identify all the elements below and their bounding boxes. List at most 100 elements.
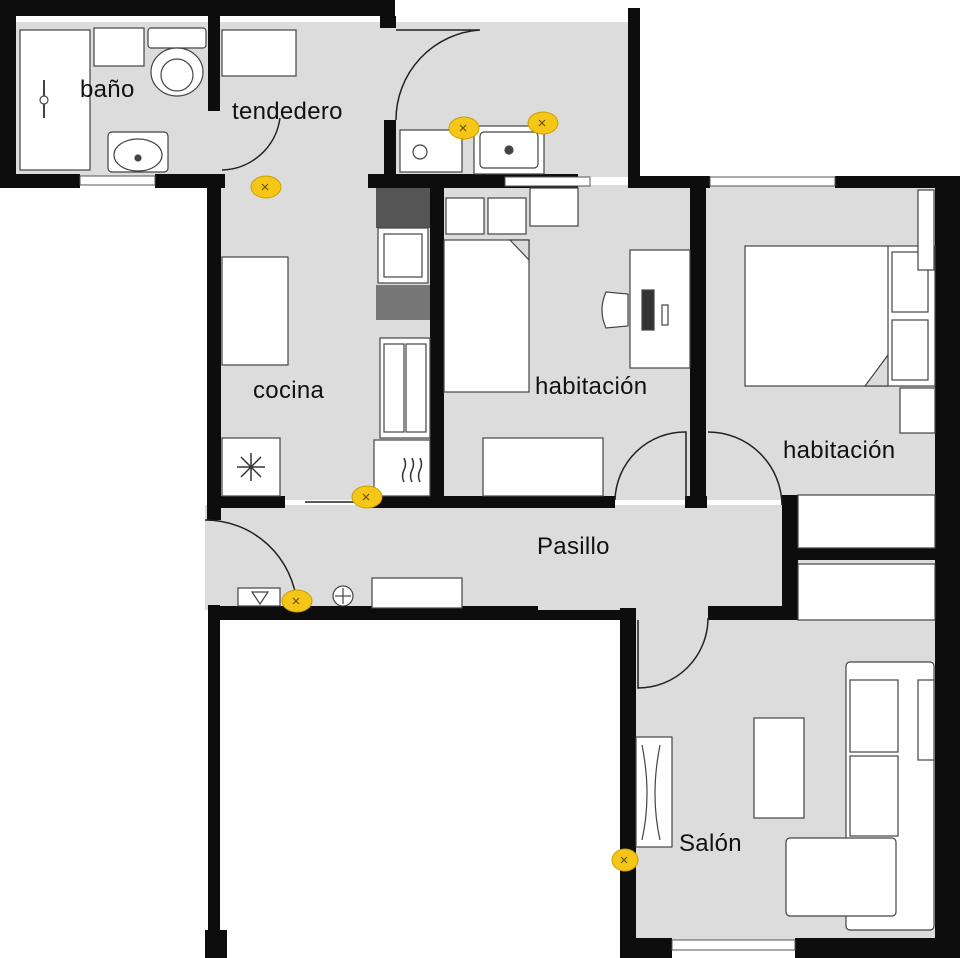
bedroom-2-fixtures [744,189,936,621]
door-habitacion-1 [614,431,687,501]
wall [835,176,960,188]
gas-meter-icon [250,591,270,606]
wall [795,938,960,958]
tv-stand-lines [641,744,661,841]
chair-icon [601,291,629,329]
door-habitacion-2 [707,431,783,506]
snowflake-icon [237,453,265,481]
outlet-glyph [292,597,300,605]
bathroom-shelf [93,27,145,67]
nightstand [899,387,936,434]
sofa-cushion [849,755,899,837]
room-label-pasillo: Pasillo [537,533,610,560]
wall [628,8,640,188]
wall [708,606,788,620]
tv-stand [635,736,673,848]
bedroom-1-fixtures [443,187,691,497]
wall [620,608,636,958]
gauge-icon [412,144,428,160]
door-tendedero [221,117,281,171]
sofa-chaise [785,837,897,917]
closet [797,563,936,621]
wall [208,605,220,958]
desk [629,249,691,369]
electrical-outlet-icon [527,111,559,135]
window [504,176,591,187]
shower-drain-icon [39,95,49,105]
nightstand [529,187,579,227]
toilet-tank [147,27,207,49]
room-label-tendedero: tendedero [232,98,343,125]
electrical-outlet-icon [351,485,383,509]
electrical-outlet-icon [281,589,313,613]
wave [401,457,407,483]
toilet-seat [160,58,194,92]
outlet-glyphs [261,119,628,864]
wall [620,938,672,958]
room-label-bano: baño [80,76,135,103]
salon-fixtures [635,661,935,931]
window [671,939,796,951]
outlet-glyph [261,183,269,191]
wave [409,457,415,483]
kitchen-sink-basin [383,343,405,433]
room-label-salon: Salón [679,830,742,857]
outlet-glyph [362,493,370,501]
radiator-icon [917,189,935,271]
wall [207,496,285,508]
snowflake-stroke [240,456,262,478]
kitchen-sink-basin [405,343,427,433]
wall [782,495,798,620]
laptop [641,289,655,331]
outlet-glyph [620,856,628,864]
water-heater [399,129,463,173]
wall [0,174,80,188]
wall [155,174,205,188]
sink-drain [134,154,142,162]
divider-dark [376,285,430,320]
pillow [445,197,485,235]
coffee-table [753,717,805,819]
wall [370,496,615,508]
bed-fold [863,246,889,387]
door-balcony [395,29,481,121]
wall [205,930,227,958]
kitchen-table [221,256,289,366]
room-label-cocina: cocina [253,377,325,404]
wall [380,16,396,28]
divider-dark [376,188,430,228]
room-label-habitacion-1: habitación [535,373,648,400]
laundry-drain [504,145,514,155]
wall [207,180,221,520]
wall [690,180,706,505]
wall [0,0,16,188]
room-label-habitacion-2: habitación [783,437,896,464]
wall [0,0,395,16]
wave [417,457,423,483]
closet [797,494,936,549]
electrical-outlet-icon [448,116,480,140]
wardrobe [482,437,604,497]
wall [538,610,628,620]
window [79,175,156,186]
washing-machine-icon [401,457,423,483]
door-entrada [204,519,298,606]
common-area [228,622,614,958]
wall [935,180,960,958]
wall [798,548,935,560]
single-bed [443,239,530,393]
wall [430,180,444,505]
wall [384,120,396,182]
wall [208,16,220,111]
doors [204,29,783,689]
bed-fold [508,239,530,262]
tendedero-fixtures [221,29,545,175]
outlet-glyph [538,119,546,127]
bathroom-fixtures [19,27,207,173]
outlet-glyph [459,124,467,132]
cabinet [221,29,297,77]
pillow [891,319,929,381]
hall-fixtures [237,577,463,609]
